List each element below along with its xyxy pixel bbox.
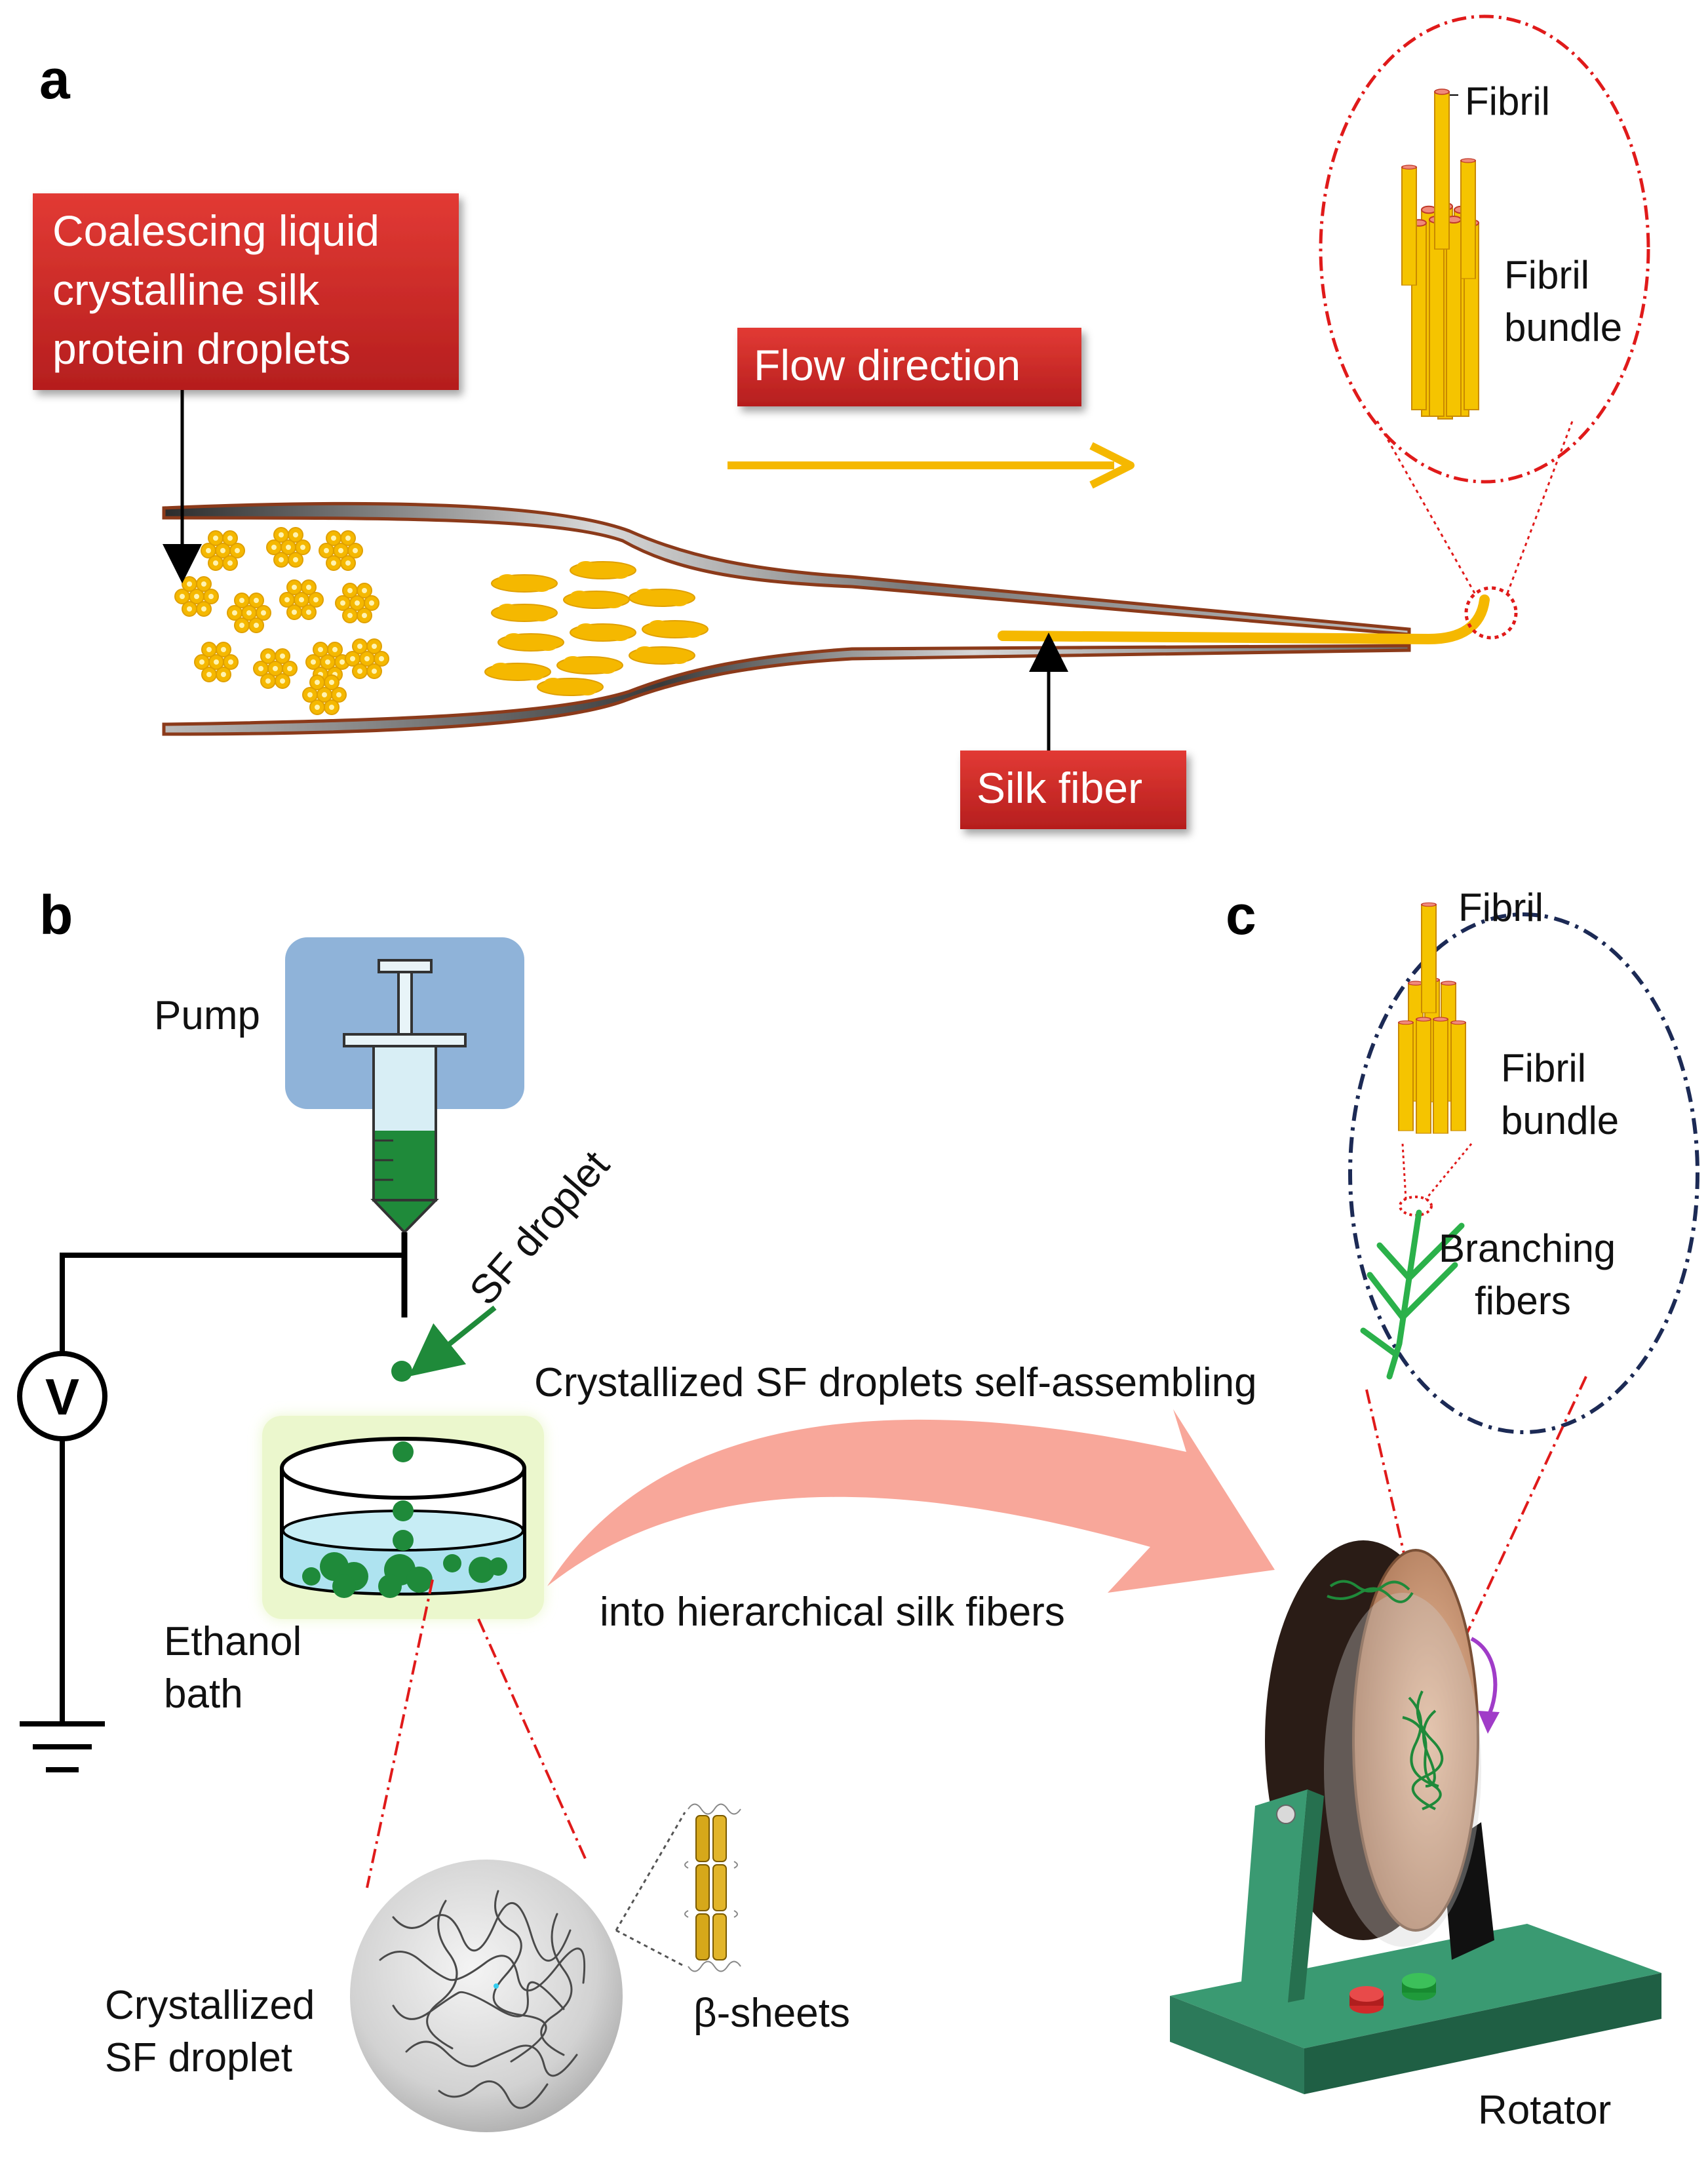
panel-b: b Pump V SF droplet bbox=[17, 884, 1275, 2132]
callout-droplets-line2: crystalline silk bbox=[52, 265, 320, 314]
rotator-base-side bbox=[1304, 1973, 1661, 2094]
liquid-crystal-droplets bbox=[174, 527, 389, 715]
sf-droplet-pointer bbox=[408, 1305, 497, 1376]
callout-fiber-text: Silk fiber bbox=[977, 764, 1142, 812]
ethanol-bath-line1: Ethanol bbox=[164, 1619, 301, 1664]
inset-a-bundle-line1: Fibril bbox=[1504, 253, 1589, 297]
self-assembly-arrow bbox=[547, 1409, 1275, 1593]
inset-ellipse-c bbox=[1348, 912, 1699, 1434]
zoom-guide-c-right bbox=[1437, 1376, 1587, 1695]
inset-c-fibril: Fibril bbox=[1458, 886, 1543, 929]
callout-droplets bbox=[33, 193, 459, 390]
zoom-guide-b-left bbox=[366, 1579, 434, 1888]
inset-a-fibril: Fibril bbox=[1465, 79, 1550, 123]
voltmeter-symbol: V bbox=[45, 1368, 79, 1426]
pump-label: Pump bbox=[154, 993, 260, 1038]
panel-c: c Fibril Fibril bundle Branching bbox=[1170, 884, 1699, 2133]
rotator-axle bbox=[1276, 1804, 1296, 1824]
rotation-arrow bbox=[1470, 1637, 1498, 1719]
bundle-zoom-circle bbox=[1399, 1196, 1433, 1217]
zoom-guide-a-right bbox=[1506, 419, 1574, 594]
beta-guide-bottom bbox=[615, 1929, 686, 1968]
ethanol-bath bbox=[262, 1416, 544, 1619]
inset-c-bundle-line2: bundle bbox=[1501, 1099, 1619, 1142]
sphere-highlight bbox=[494, 1983, 499, 1989]
rotator-label: Rotator bbox=[1478, 2088, 1611, 2133]
inset-c-branching-line1: Branching bbox=[1439, 1226, 1616, 1270]
inset-ellipse-a bbox=[1319, 14, 1650, 484]
duct-top-wall bbox=[162, 501, 1411, 636]
rotator-arm bbox=[1239, 1789, 1308, 2016]
panel-b-letter: b bbox=[39, 884, 73, 946]
zoom-guide-b-right bbox=[477, 1618, 588, 1862]
panel-c-letter: c bbox=[1226, 884, 1256, 946]
beta-sheets-label: β-sheets bbox=[693, 1991, 850, 2036]
beta-guide-top bbox=[615, 1812, 686, 1931]
silk-fiber bbox=[998, 595, 1490, 645]
falling-droplet bbox=[391, 1361, 412, 1382]
rotator bbox=[1170, 1540, 1661, 2094]
bundle-zoom-funnel bbox=[1401, 1143, 1473, 1200]
duct-bottom-wall bbox=[162, 644, 1411, 736]
branching-fibers bbox=[1360, 1209, 1465, 1380]
callout-flow bbox=[737, 328, 1081, 406]
ethanol-bath-line2: bath bbox=[164, 1671, 243, 1717]
crystallized-label-line2: SF droplet bbox=[105, 2035, 292, 2080]
panel-a-letter: a bbox=[39, 49, 71, 110]
sf-droplet-label: SF droplet bbox=[461, 1142, 618, 1314]
callout-fiber bbox=[960, 751, 1186, 829]
syringe bbox=[343, 959, 467, 1317]
inset-a-bundle-line2: bundle bbox=[1504, 305, 1622, 349]
rotator-base-front bbox=[1170, 1996, 1304, 2094]
crystallized-label-line1: Crystallized bbox=[105, 1983, 315, 2028]
zoom-guide-a-left bbox=[1375, 419, 1476, 594]
panel-a: a bbox=[33, 14, 1650, 829]
ground-symbol bbox=[20, 1721, 105, 1772]
circuit-wire bbox=[60, 1253, 404, 1724]
collected-fibers bbox=[1327, 1580, 1444, 1810]
crystallized-droplet-sphere bbox=[350, 1860, 623, 2132]
self-assembly-text-bottom: into hierarchical silk fibers bbox=[600, 1590, 1065, 1635]
voltmeter bbox=[17, 1351, 107, 1441]
inset-c-bundle-line1: Fibril bbox=[1501, 1046, 1586, 1090]
fibril-bundle-a bbox=[1401, 88, 1479, 420]
rotator-disk-rim bbox=[1352, 1549, 1479, 1932]
callout-droplets-line1: Coalescing liquid bbox=[52, 206, 379, 255]
zoom-circle-a bbox=[1464, 586, 1518, 640]
callout-droplets-line3: protein droplets bbox=[52, 324, 351, 373]
callout-flow-text: Flow direction bbox=[754, 341, 1020, 389]
self-assembly-text-top: Crystallized SF droplets self-assembling bbox=[534, 1360, 1257, 1405]
beta-sheets-model bbox=[684, 1803, 741, 1972]
inset-c-branching-line2: fibers bbox=[1475, 1279, 1571, 1323]
flow-arrow bbox=[728, 442, 1135, 489]
